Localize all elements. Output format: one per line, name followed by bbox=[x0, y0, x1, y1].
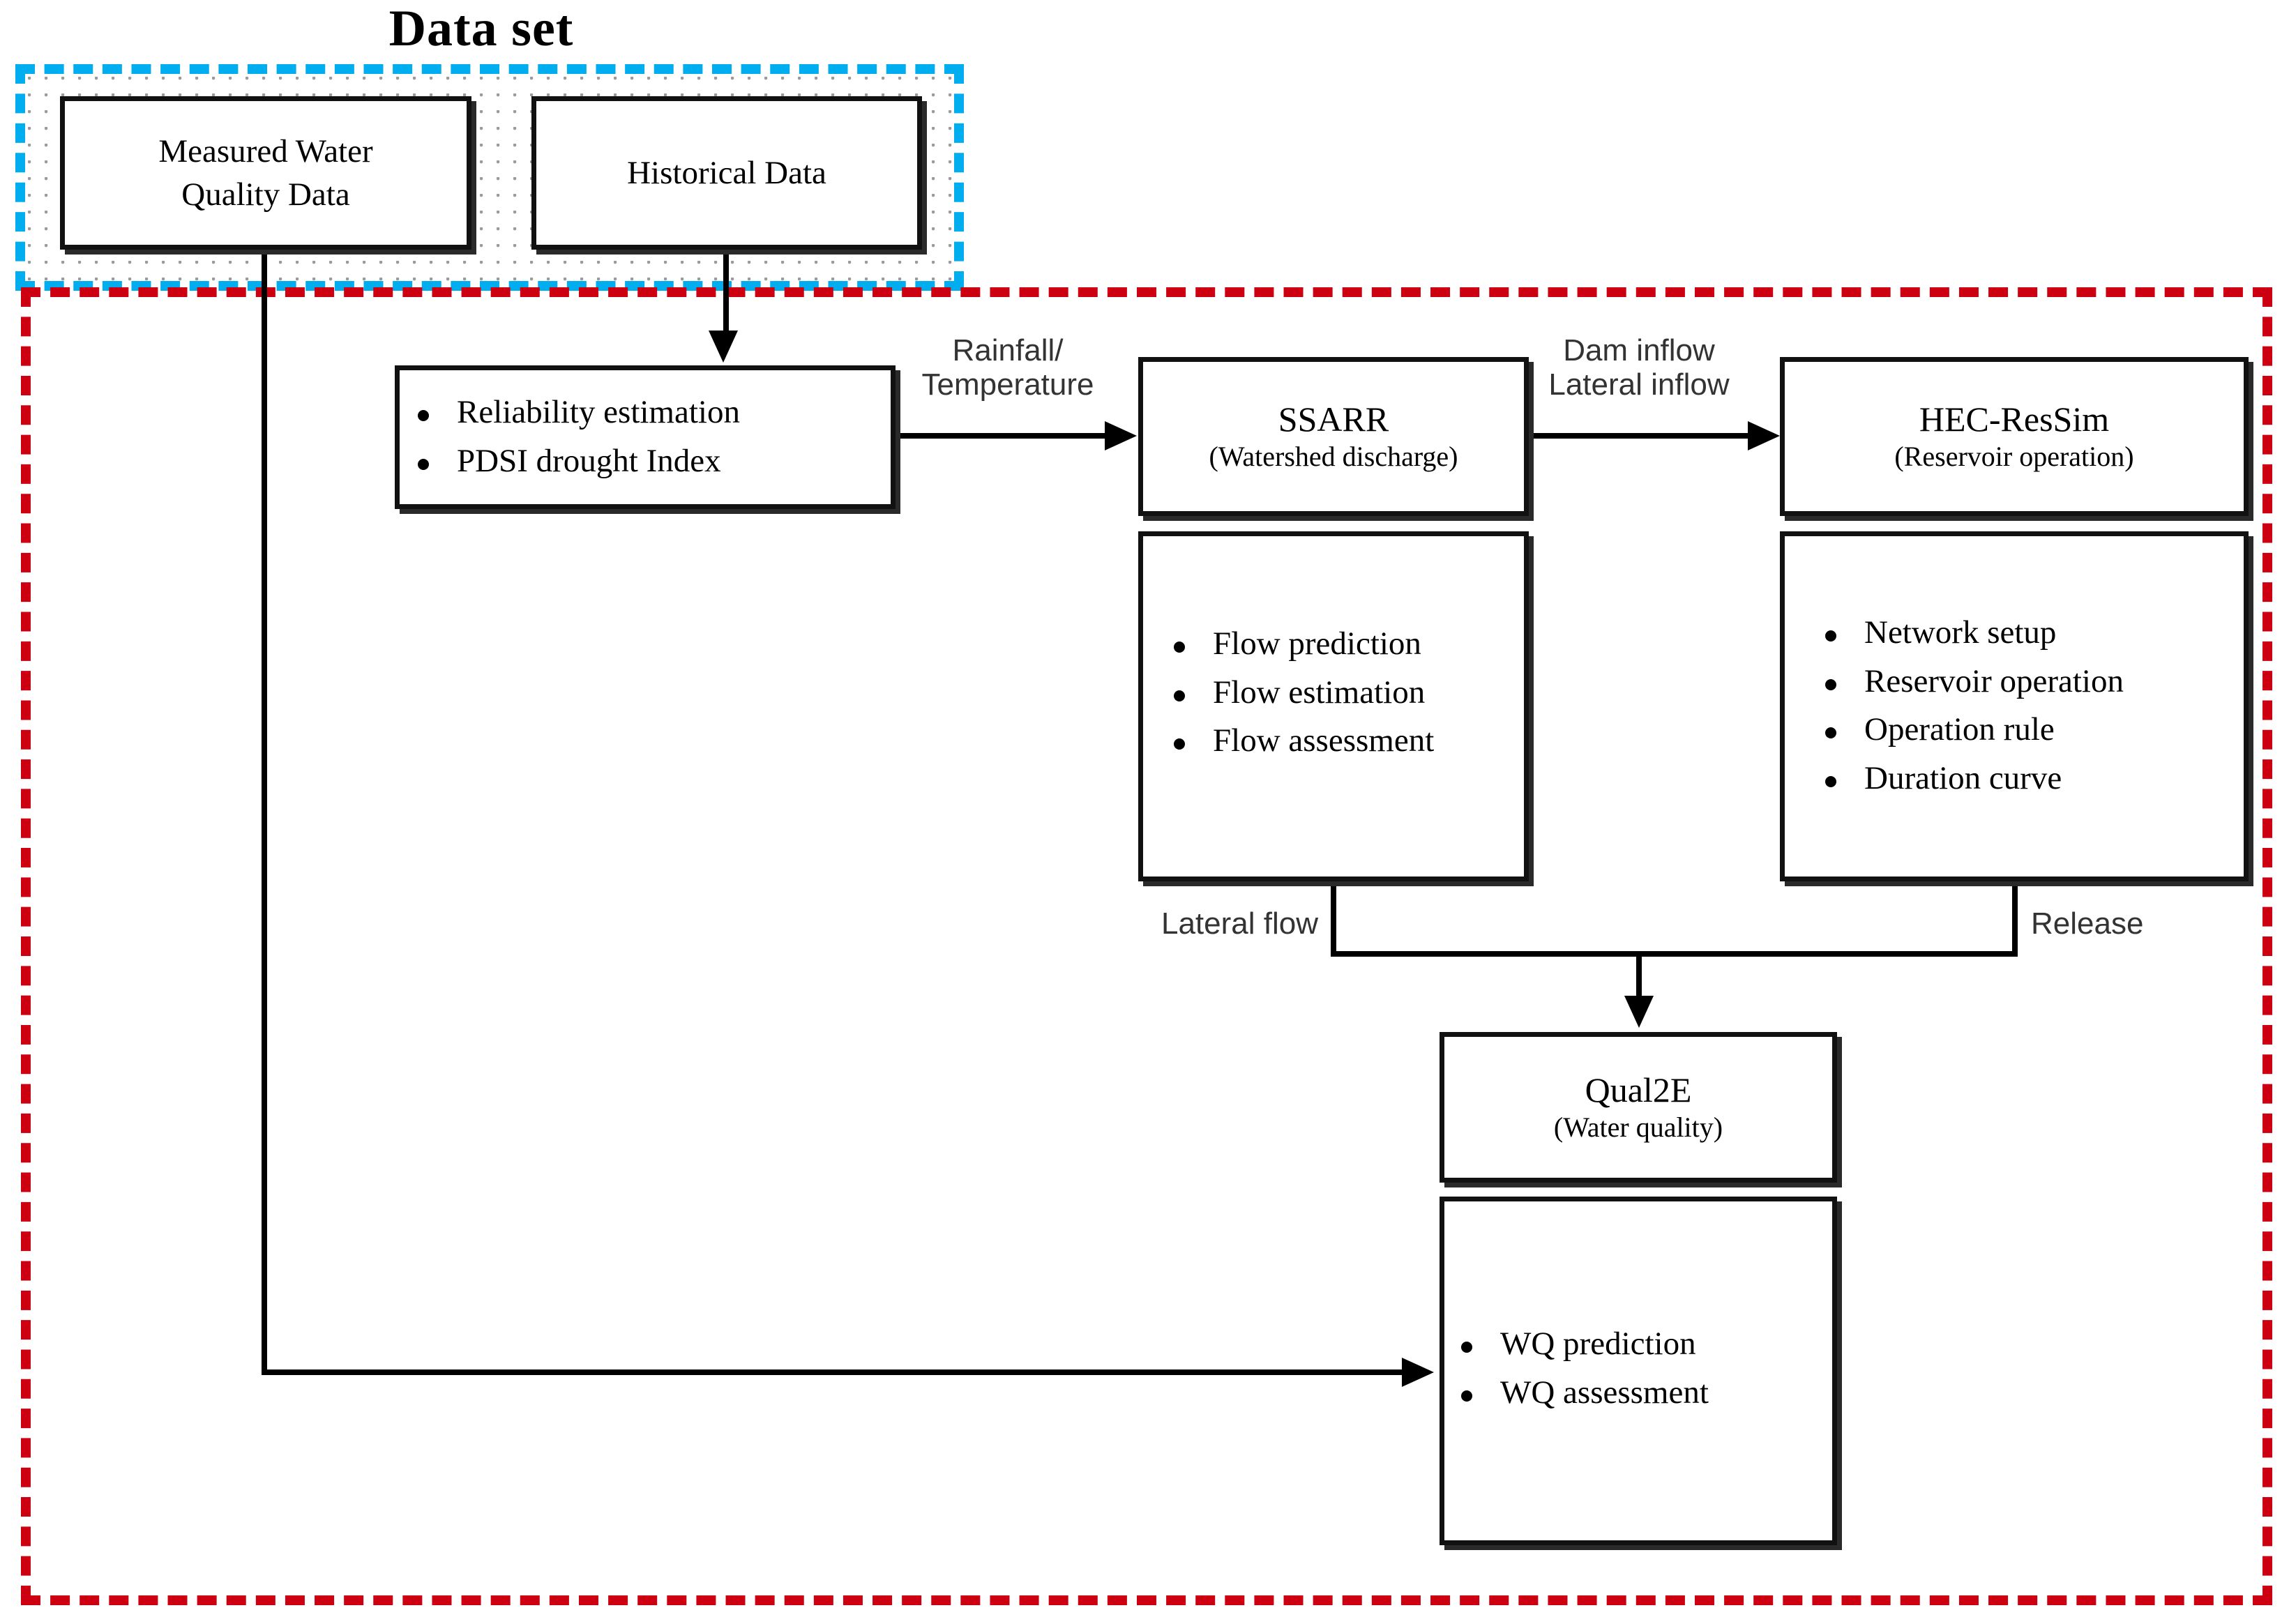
box-ssarr-title: SSARR bbox=[1278, 400, 1389, 439]
box-indices[interactable]: Reliability estimation PDSI drought Inde… bbox=[395, 365, 896, 509]
connector-merge-bus bbox=[1331, 951, 2018, 957]
edge-label-dam-lateral-inflow: Dam inflow Lateral inflow bbox=[1548, 333, 1730, 402]
connector-ssarr-to-hec-ressim bbox=[1529, 433, 1749, 439]
box-ssarr-subtitle: (Watershed discharge) bbox=[1209, 441, 1458, 473]
list-item: Reliability estimation bbox=[414, 388, 740, 437]
box-hec-ressim-subtitle: (Reservoir operation) bbox=[1894, 441, 2134, 473]
box-qual2e-subtitle: (Water quality) bbox=[1553, 1111, 1723, 1144]
box-ssarr-bullet-list: Flow prediction Flow estimation Flow ass… bbox=[1170, 620, 1434, 766]
list-item: Operation rule bbox=[1821, 706, 2124, 754]
box-qual2e-details[interactable]: WQ prediction WQ assessment bbox=[1440, 1197, 1837, 1545]
connector-merge-to-qual2e bbox=[1636, 951, 1642, 997]
box-measured-water-quality-data[interactable]: Measured Water Quality Data bbox=[60, 96, 471, 250]
box-hec-ressim-details[interactable]: Network setup Reservoir operation Operat… bbox=[1780, 531, 2249, 881]
edge-label-lateral-flow: Lateral flow bbox=[1161, 906, 1318, 941]
page-title: Data set bbox=[388, 0, 574, 57]
box-hec-ressim-bullet-list: Network setup Reservoir operation Operat… bbox=[1821, 609, 2124, 803]
list-item: Network setup bbox=[1821, 609, 2124, 658]
box-hec-ressim-title: HEC-ResSim bbox=[1919, 400, 2110, 439]
box-qual2e-bullet-list: WQ prediction WQ assessment bbox=[1457, 1320, 1709, 1417]
connector-hec-ressim-release-down bbox=[2012, 881, 2018, 955]
list-item: Reservoir operation bbox=[1821, 658, 2124, 706]
edge-label-release: Release bbox=[2031, 906, 2144, 941]
connector-ssarr-lateral-flow-down bbox=[1331, 881, 1336, 955]
connector-measured-wq-across bbox=[262, 1369, 1403, 1375]
box-measured-water-quality-data-line1: Measured Water bbox=[158, 132, 373, 169]
arrowhead-historical-to-indices bbox=[709, 331, 738, 363]
box-measured-water-quality-data-line2: Quality Data bbox=[181, 176, 350, 213]
list-item: Flow prediction bbox=[1170, 620, 1434, 669]
box-historical-data[interactable]: Historical Data bbox=[531, 96, 922, 250]
list-item: PDSI drought Index bbox=[414, 437, 740, 486]
box-historical-data-line1: Historical Data bbox=[627, 154, 826, 191]
box-indices-bullet-list: Reliability estimation PDSI drought Inde… bbox=[414, 388, 740, 485]
box-qual2e-header[interactable]: Qual2E (Water quality) bbox=[1440, 1032, 1837, 1183]
box-qual2e-title: Qual2E bbox=[1585, 1070, 1692, 1110]
framework-group-boundary bbox=[21, 287, 2272, 1605]
box-ssarr-details[interactable]: Flow prediction Flow estimation Flow ass… bbox=[1138, 531, 1529, 881]
arrowhead-measured-wq-to-qual2e bbox=[1402, 1358, 1434, 1387]
box-ssarr-header[interactable]: SSARR (Watershed discharge) bbox=[1138, 357, 1529, 516]
arrowhead-ssarr-to-hec-ressim bbox=[1748, 421, 1780, 450]
list-item: WQ prediction bbox=[1457, 1320, 1709, 1369]
box-hec-ressim-header[interactable]: HEC-ResSim (Reservoir operation) bbox=[1780, 357, 2249, 516]
connector-measured-wq-down bbox=[262, 250, 267, 1375]
list-item: Duration curve bbox=[1821, 754, 2124, 803]
arrowhead-indices-to-ssarr bbox=[1105, 421, 1137, 450]
list-item: Flow assessment bbox=[1170, 717, 1434, 766]
connector-historical-to-indices bbox=[723, 250, 729, 332]
connector-indices-to-ssarr bbox=[896, 433, 1106, 439]
list-item: WQ assessment bbox=[1457, 1369, 1709, 1418]
edge-label-rainfall-temperature: Rainfall/ Temperature bbox=[921, 333, 1094, 402]
list-item: Flow estimation bbox=[1170, 669, 1434, 718]
arrowhead-merge-to-qual2e bbox=[1624, 996, 1654, 1028]
